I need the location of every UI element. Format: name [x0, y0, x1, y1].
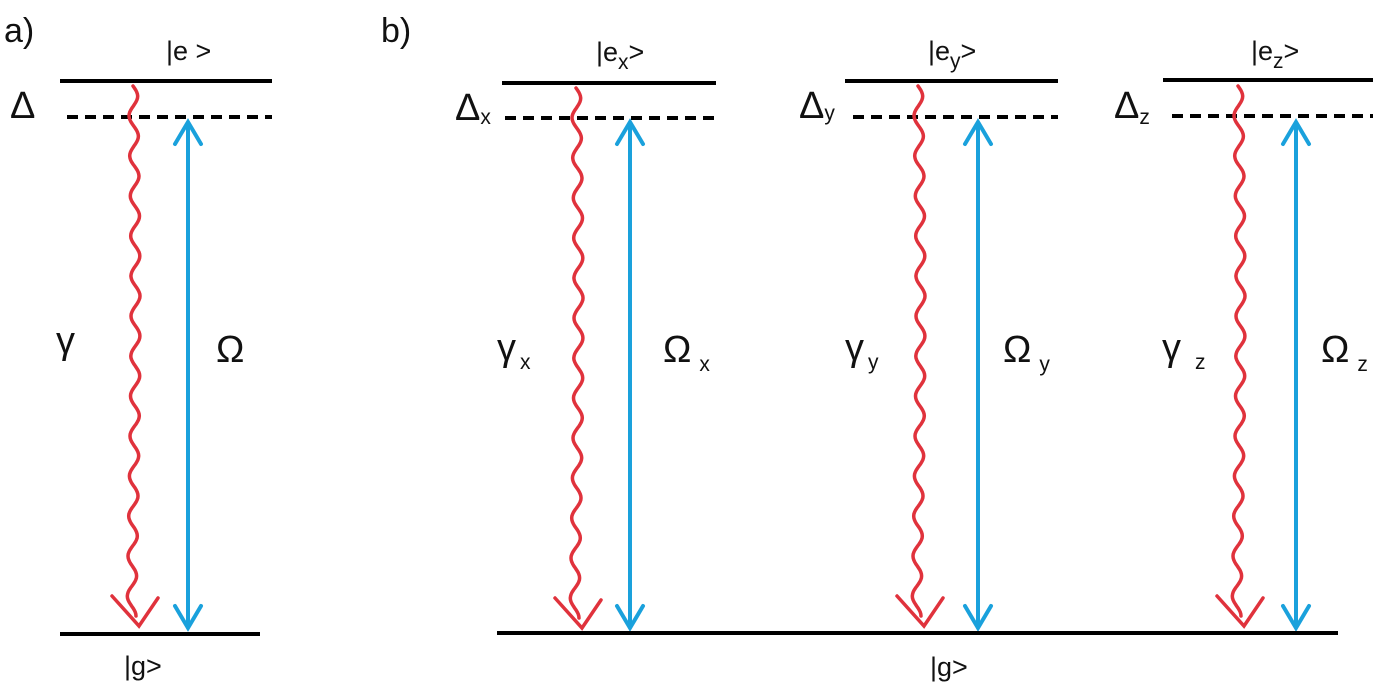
- panel-a-rabi-symbol: Ω: [216, 329, 244, 371]
- drive-arrowhead-top-z: [1281, 118, 1311, 146]
- detuning-z-symbol: Δz: [1114, 85, 1150, 129]
- panel-a-detuning-symbol: Δ: [10, 85, 35, 127]
- excited-state-y-label: |ey>: [928, 36, 976, 73]
- panel-a-drive-arrowhead-top: [173, 118, 203, 146]
- decay-arrowhead-y: [895, 594, 945, 629]
- panel-a-label: a): [4, 12, 34, 50]
- drive-arrowhead-top-y: [963, 118, 993, 146]
- excited-state-x-label: |ex>: [596, 37, 644, 74]
- panel-b-label: b): [381, 12, 411, 50]
- panel-a: a) |e > Δ γ Ω |g>: [4, 12, 272, 681]
- panel-a-drive-arrowhead-bottom: [173, 604, 203, 632]
- panel-a-excited-state-label: |e >: [166, 36, 211, 66]
- panel-a-ground-state-label: |g>: [124, 651, 162, 681]
- drive-arrowhead-bottom-z: [1281, 604, 1311, 632]
- decay-wave-y: [910, 84, 927, 618]
- drive-arrowhead-bottom-y: [963, 604, 993, 632]
- decay-arrowhead-z: [1215, 594, 1265, 629]
- detuning-x-symbol: Δx: [455, 87, 491, 129]
- panel-a-decay-symbol: γ: [56, 320, 75, 362]
- drive-arrowhead-top-x: [615, 118, 645, 146]
- detuning-y-symbol: Δy: [799, 85, 835, 127]
- drive-arrowhead-bottom-x: [615, 604, 645, 632]
- decay-wave-x: [568, 86, 585, 620]
- panel-b-ground-state-label: |g>: [930, 652, 968, 682]
- panel-a-decay-wave: [125, 84, 142, 618]
- panel-a-decay-arrowhead: [110, 594, 160, 629]
- decay-wave-z: [1230, 84, 1247, 618]
- excited-state-z-label: |ez>: [1251, 36, 1299, 73]
- decay-arrowhead-x: [553, 596, 603, 631]
